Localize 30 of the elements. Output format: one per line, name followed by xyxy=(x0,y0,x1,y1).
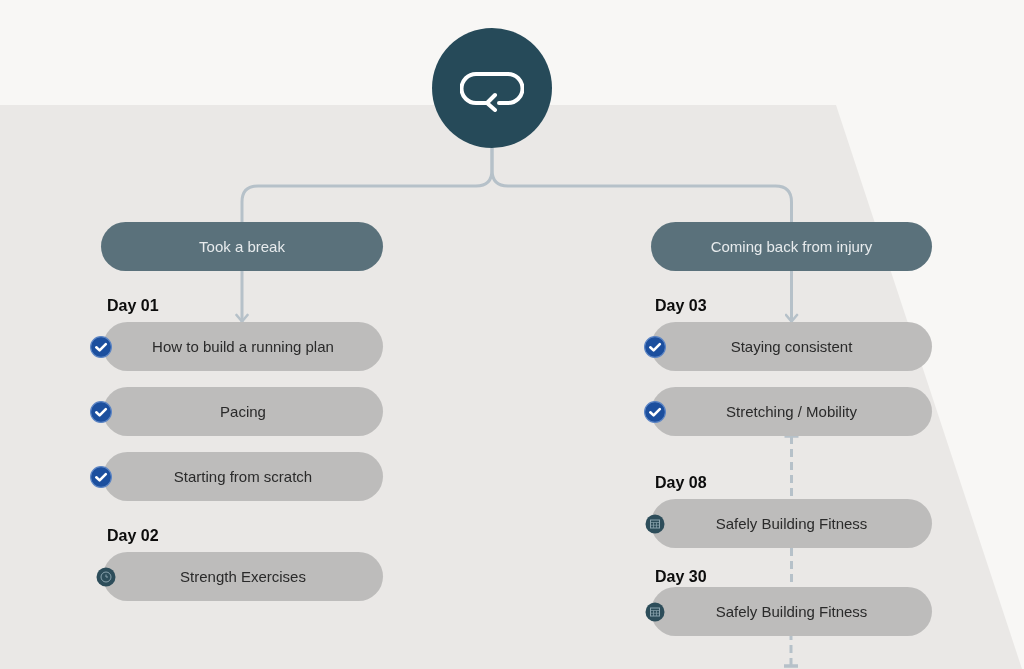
topic-label: Staying consistent xyxy=(730,337,853,356)
dashed-connector xyxy=(782,636,800,668)
connector-arrow xyxy=(784,271,799,323)
day-label: Day 30 xyxy=(655,569,707,585)
category-label: Coming back from injury xyxy=(710,237,873,256)
topic-pill xyxy=(651,322,932,371)
category-label: Took a break xyxy=(199,237,285,256)
topic-pill xyxy=(651,387,932,436)
topic-pill xyxy=(103,452,383,501)
connector-arrow xyxy=(235,271,249,323)
topic-pill xyxy=(651,499,932,548)
topic-label: Stretching / Mobility xyxy=(726,402,857,421)
topic-label: Starting from scratch xyxy=(173,467,313,486)
topic-pill xyxy=(651,587,932,636)
topic-pill xyxy=(103,552,383,601)
topic-label: Strength Exercises xyxy=(180,567,306,586)
topic-label: Safely Building Fitness xyxy=(715,514,868,533)
category-pill xyxy=(101,222,383,271)
connector-line xyxy=(490,148,793,222)
dashed-connector xyxy=(782,434,801,499)
day-label: Day 01 xyxy=(107,298,159,314)
day-label: Day 02 xyxy=(107,528,159,544)
topic-pill xyxy=(103,387,383,436)
category-pill xyxy=(651,222,932,271)
day-label: Day 03 xyxy=(655,298,707,314)
topic-label: Safely Building Fitness xyxy=(715,602,868,621)
day-label: Day 08 xyxy=(655,475,707,491)
topic-pill xyxy=(103,322,383,371)
topic-label: How to build a running plan xyxy=(152,337,334,356)
topic-label: Pacing xyxy=(220,402,266,421)
